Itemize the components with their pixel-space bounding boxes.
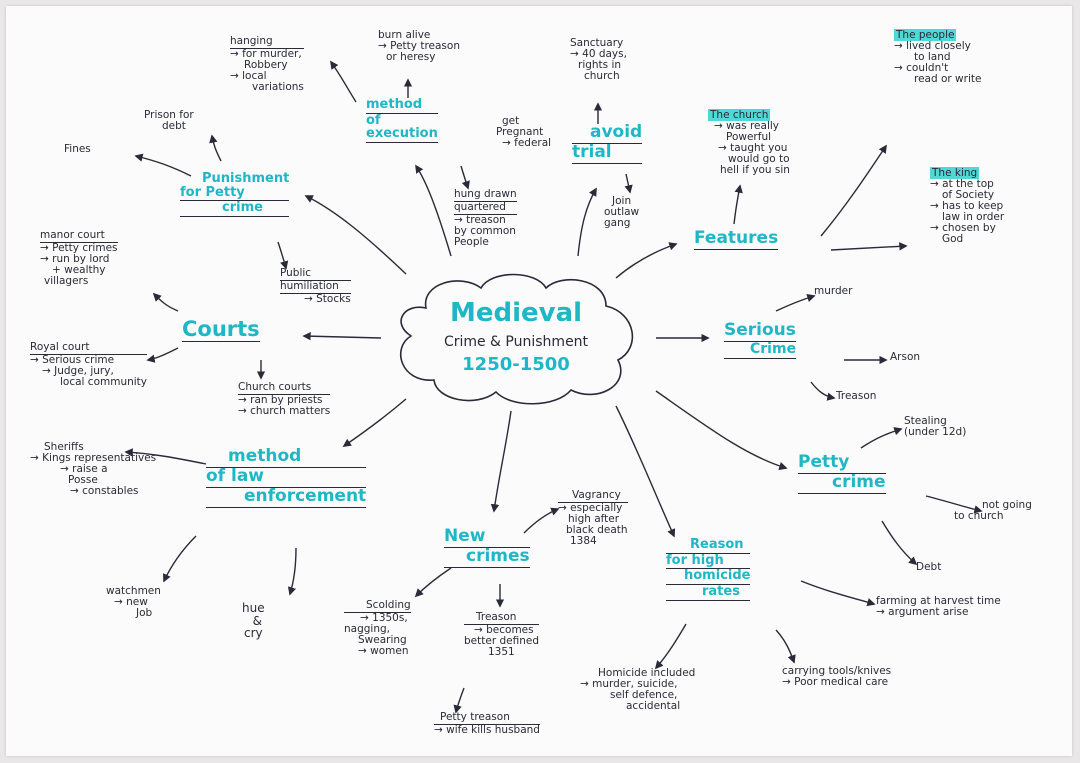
arrow-law-hue xyxy=(287,547,297,596)
arrow-punishment-public xyxy=(277,241,289,270)
node-hue-cry: hue & cry xyxy=(242,601,265,641)
arrow-new-scolding xyxy=(414,567,452,598)
node-carrying-tools: carrying tools/knives → Poor medical car… xyxy=(782,665,892,689)
cloud-shape xyxy=(400,273,634,405)
node-sheriffs: Sheriffs → Kings representatives → raise… xyxy=(30,441,157,498)
arrow-center-avoid-trial xyxy=(577,187,597,257)
arrow-center-courts xyxy=(302,331,382,341)
arrow-features-church xyxy=(733,184,743,225)
node-petty-crime: Petty crime xyxy=(798,452,886,494)
node-debt: Debt xyxy=(916,561,942,573)
arrow-features-people xyxy=(820,144,887,237)
node-method-law-enforcement: method of law enforcement xyxy=(206,446,367,508)
arrow-center-new-crimes xyxy=(490,410,512,513)
node-fines: Fines xyxy=(64,143,91,155)
node-royal-court: Royal court → Serious crime → Judge, jur… xyxy=(30,341,148,389)
node-method-of-execution: method of execution xyxy=(366,97,438,143)
arrow-law-watchmen xyxy=(163,535,197,583)
node-the-people: The people → lived closely to land → cou… xyxy=(894,29,982,86)
connector-arrows xyxy=(124,60,983,714)
node-avoid-trial: avoid trial xyxy=(572,122,643,164)
arrow-center-method-exec xyxy=(415,164,452,257)
node-new-crimes: New crimes xyxy=(444,526,530,568)
arrow-new-vagrancy xyxy=(523,507,560,534)
node-hanging: hanging → for murder, Robbery → local va… xyxy=(230,35,304,94)
mind-map-sheet: Medieval Crime & Punishment 1250-1500 ha… xyxy=(6,6,1072,756)
node-treason-defined: Treason → becomes better defined 1351 xyxy=(464,611,539,659)
arrow-serious-murder xyxy=(775,293,816,312)
arrow-exec-hung xyxy=(460,165,470,190)
arrow-center-reason xyxy=(615,405,676,538)
arrow-punishment-fines xyxy=(134,153,192,177)
node-reason-homicide: Reason for high homicide rates xyxy=(666,537,751,601)
node-arson: Arson xyxy=(890,351,921,363)
arrow-punishment-prison xyxy=(209,134,222,162)
node-manor-court: manor court → Petty crimes → run by lord… xyxy=(40,229,118,288)
central-topic: Medieval Crime & Punishment 1250-1500 xyxy=(386,268,646,408)
center-title: Medieval xyxy=(449,298,583,328)
arrow-center-features xyxy=(615,242,678,279)
node-treason-serious: Treason xyxy=(836,390,877,402)
node-not-going-church: not going to church xyxy=(954,499,1032,523)
arrow-treason-petty xyxy=(453,687,465,714)
node-church-courts: Church courts → ran by priests → church … xyxy=(238,381,331,418)
node-vagrancy: Vagrancy → especially high after black d… xyxy=(558,489,628,548)
node-serious-crime: Serious Crime xyxy=(724,320,797,359)
node-burn-alive: burn alive → Petty treason or heresy xyxy=(378,29,460,64)
node-watchmen: watchmen → new Job xyxy=(106,585,161,620)
center-subtitle: Crime & Punishment xyxy=(443,334,589,350)
node-petty-treason: Petty treason → wife kills husband xyxy=(434,711,540,737)
arrow-center-punishment xyxy=(304,195,407,275)
node-punishment-petty: Punishment for Petty crime xyxy=(180,171,290,217)
arrow-reason-tools xyxy=(775,629,796,664)
arrow-petty-stealing xyxy=(860,427,903,449)
arrow-avoid-outlaw xyxy=(624,173,633,194)
arrow-serious-treason xyxy=(810,381,836,401)
node-features: Features xyxy=(694,228,779,250)
node-get-pregnant: get Pregnant → federal xyxy=(496,115,552,150)
arrow-petty-notchurch xyxy=(925,495,983,514)
node-prison: Prison for debt xyxy=(144,109,194,133)
arrow-petty-debt xyxy=(881,520,918,566)
arrow-courts-manor xyxy=(152,292,179,312)
node-murder: murder xyxy=(814,285,853,297)
arrow-center-petty-crime xyxy=(655,390,788,471)
arrow-reason-homicide xyxy=(654,623,687,670)
node-hung-drawn: hung drawn quartered → treason by common… xyxy=(454,188,517,249)
arrow-features-king xyxy=(830,242,908,251)
node-the-church: The church → was really Powerful → taugh… xyxy=(708,109,790,177)
node-courts: Courts xyxy=(182,317,260,343)
node-join-outlaw: Join outlaw gang xyxy=(604,195,640,230)
arrow-courts-royal xyxy=(146,347,179,363)
node-sanctuary: Sanctuary → 40 days, rights in church xyxy=(570,37,627,83)
node-stealing: Stealing (under 12d) xyxy=(904,415,967,439)
node-farming-harvest: farming at harvest time → argument arise xyxy=(876,595,1001,619)
center-years: 1250-1500 xyxy=(462,354,570,375)
arrow-exec-hanging xyxy=(330,60,357,103)
node-homicide-included: Homicide included → murder, suicide, sel… xyxy=(580,667,696,713)
node-the-king: The king → at the top of Society → has t… xyxy=(930,167,1005,246)
node-public-humiliation: Public humiliation → Stocks xyxy=(280,267,351,306)
arrow-law-sheriffs xyxy=(124,448,207,465)
node-scolding: Scolding → 1350s, nagging, Swearing → wo… xyxy=(344,599,411,658)
arrow-center-method-law xyxy=(342,398,407,447)
arrow-reason-farming xyxy=(800,580,876,607)
